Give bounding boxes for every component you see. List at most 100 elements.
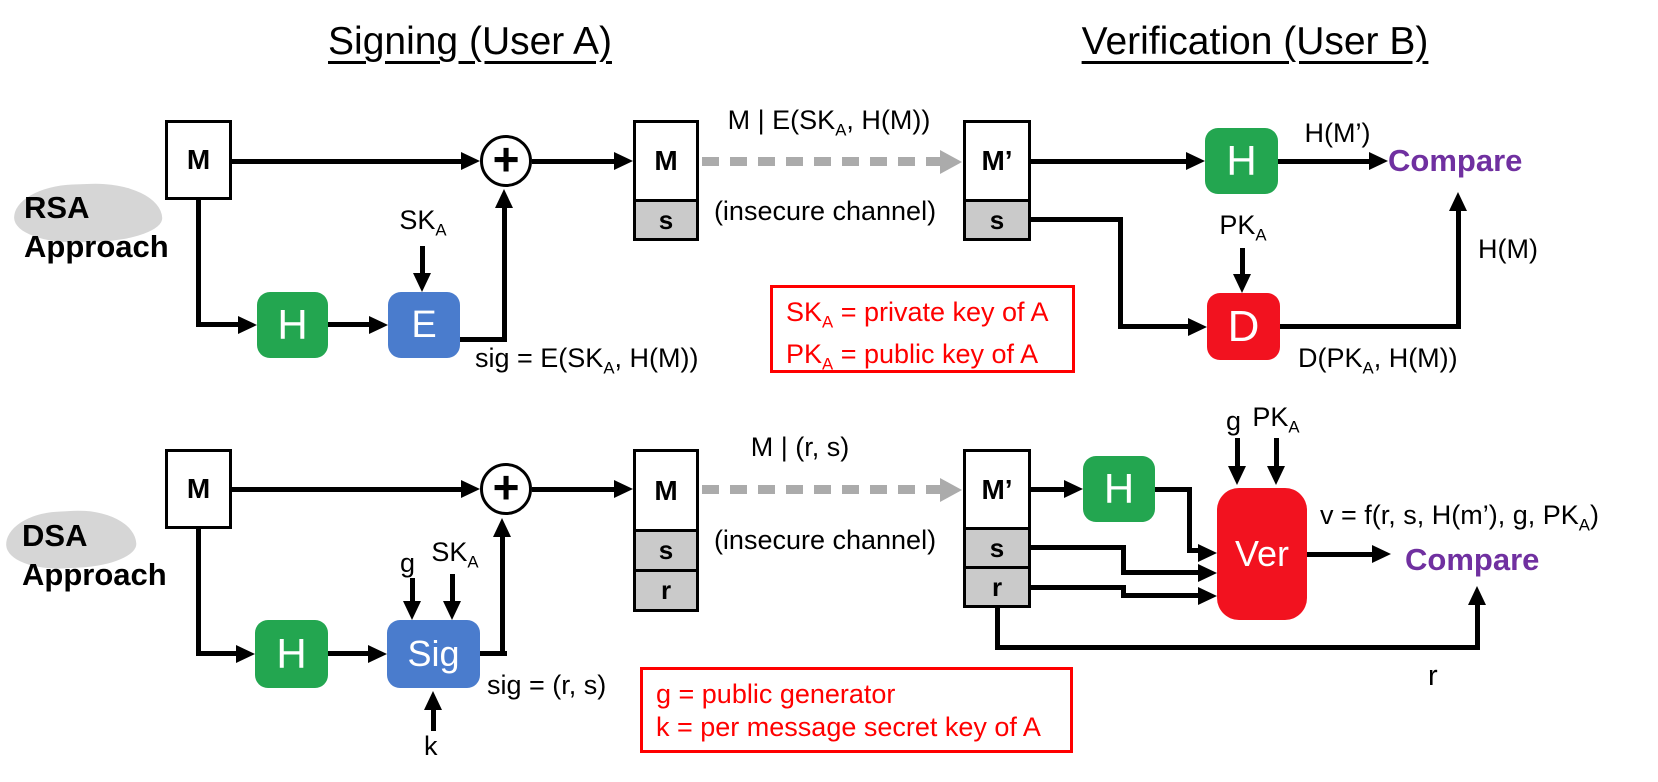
dsa-sender-stack: M s r — [633, 449, 699, 612]
dsa-g-input2-label: g — [1226, 406, 1242, 436]
dsa-line-ver-to-compare — [1307, 552, 1374, 557]
dsa-sk-input-label: SKA — [431, 537, 479, 572]
dsa-transit-label: M | (r, s) — [750, 432, 850, 462]
verification-title: Verification (User B) — [1081, 20, 1429, 63]
dsa-message-box: M — [165, 449, 232, 529]
dsa-sender-s: s — [636, 529, 696, 569]
dsa-line-r-feedback-down — [995, 605, 1000, 650]
dsa-line-r-feedback-riser — [1475, 604, 1480, 648]
rsa-line-decrypt-out — [1280, 324, 1461, 329]
rsa-receiver-m: M’ — [966, 123, 1028, 199]
rsa-pk-input-arrow — [1233, 274, 1251, 293]
dsa-line-hash-out — [1155, 487, 1192, 492]
rsa-line-combine-to-sender — [532, 159, 616, 164]
rsa-arrow-combine-to-sender — [614, 152, 633, 170]
rsa-sig-formula: sig = E(SKA, H(M)) — [475, 343, 699, 378]
dsa-legend-line1: g = public generator — [656, 679, 896, 709]
rsa-line-mprime-to-hash — [1031, 159, 1186, 164]
dsa-receiver-s: s — [966, 527, 1028, 566]
rsa-arrow-hash-to-compare — [1369, 152, 1388, 170]
rsa-insecure-channel-arrow — [940, 150, 962, 174]
rsa-arrow-s-into-decrypt — [1188, 318, 1207, 336]
dsa-arrow-r-into-compare — [1468, 586, 1486, 605]
rsa-sender-s: s — [636, 199, 696, 238]
rsa-receiver-stack: M’ s — [963, 120, 1031, 241]
dsa-line-sig-riser — [500, 536, 505, 656]
dsa-g-input2-line — [1235, 438, 1240, 468]
dsa-sig-formula: sig = (r, s) — [487, 670, 607, 700]
rsa-line-s-down — [1118, 217, 1123, 329]
dsa-sign-box: Sig — [387, 620, 480, 688]
rsa-combine-node: + — [480, 135, 532, 187]
rsa-pk-input-line — [1240, 248, 1245, 275]
dsa-line-hash-into-ver — [1187, 548, 1200, 553]
rsa-arrow-m-to-combine — [461, 152, 480, 170]
rsa-line-hash-to-compare — [1278, 159, 1369, 164]
dsa-receiver-stack: M’ s r — [963, 449, 1031, 608]
rsa-message-box: M — [165, 120, 232, 200]
rsa-key-legend: SKA = private key of A PKA = public key … — [770, 285, 1075, 374]
rsa-legend-line1: SKA = private key of A — [786, 297, 1049, 332]
dsa-g-input-label: g — [400, 548, 416, 578]
rsa-arrow-into-compare — [1449, 192, 1467, 211]
dsa-g-input2-arrow — [1228, 466, 1246, 485]
rsa-sender-m: M — [636, 123, 696, 199]
dsa-g-input-arrow — [403, 601, 421, 620]
rsa-section-label: RSA — [24, 190, 90, 225]
dsa-insecure-channel-line — [702, 485, 940, 494]
dsa-receiver-r: r — [966, 566, 1028, 605]
dsa-line-sign-out — [480, 651, 507, 656]
dsa-section-label: DSA — [22, 518, 88, 553]
dsa-line-hash-to-sign — [328, 651, 368, 656]
rsa-insecure-channel-line — [702, 157, 940, 166]
dsa-combine-symbol: + — [492, 460, 520, 513]
rsa-line-s-out — [1031, 217, 1123, 222]
rsa-line-encrypt-out — [460, 337, 507, 342]
dsa-arrow-into-combine — [493, 518, 511, 537]
dsa-arrow-mprime-to-hash — [1064, 480, 1083, 498]
rsa-pk-input-label: PKA — [1219, 210, 1267, 245]
dsa-pk-input-arrow — [1267, 466, 1285, 485]
rsa-line-decrypt-riser — [1456, 210, 1461, 329]
dsa-arrow-hash-to-sign — [368, 645, 387, 663]
dsa-hash-box: H — [255, 620, 328, 688]
dsa-line-r-into-ver — [1121, 593, 1200, 598]
dsa-k-input-arrow — [424, 691, 442, 710]
dsa-arrow-into-hash — [236, 645, 255, 663]
rsa-arrow-mprime-to-hash — [1186, 152, 1205, 170]
dsa-v-formula: v = f(r, s, H(m’), g, PKA) — [1320, 500, 1599, 535]
dsa-line-m-down — [196, 529, 201, 654]
rsa-legend-line2: PKA = public key of A — [786, 339, 1039, 374]
dsa-legend-line2: k = per message secret key of A — [656, 712, 1041, 742]
dsa-verify-hash-box: H — [1083, 456, 1155, 522]
dsa-sender-m: M — [636, 452, 696, 529]
rsa-line-hash-to-encrypt — [328, 322, 369, 327]
dsa-pk-input-line — [1274, 438, 1279, 468]
rsa-decrypt-box: D — [1207, 293, 1280, 360]
dsa-line-r-feedback-across — [995, 645, 1480, 650]
rsa-hash-output-label: H(M’) — [1304, 118, 1371, 148]
dsa-line-s-out — [1031, 545, 1126, 550]
dsa-line-r-down — [1121, 585, 1126, 598]
rsa-transit-label: M | E(SKA, H(M)) — [727, 105, 931, 140]
dsa-insecure-channel-arrow — [940, 478, 962, 502]
rsa-sk-input-arrow — [413, 273, 431, 292]
dsa-k-input-label: k — [424, 731, 438, 761]
rsa-hm-label: H(M) — [1478, 234, 1538, 264]
dsa-arrow-ver-to-compare — [1372, 545, 1391, 563]
rsa-compare-label: Compare — [1388, 143, 1523, 178]
dsa-key-legend: g = public generator k = per message sec… — [640, 667, 1073, 753]
dsa-arrow-s-into-ver — [1198, 564, 1217, 582]
rsa-arrow-into-hash — [238, 316, 257, 334]
dsa-arrow-combine-to-sender — [614, 480, 633, 498]
rsa-sender-stack: M s — [633, 120, 699, 241]
dsa-sk-input-arrow — [443, 601, 461, 620]
rsa-arrow-into-combine — [495, 189, 513, 208]
rsa-sk-input-line — [420, 246, 425, 274]
rsa-hash-box: H — [257, 292, 328, 358]
dsa-section-label-2: Approach — [22, 557, 167, 592]
rsa-line-s-into-decrypt — [1118, 324, 1188, 329]
dsa-line-hash-down — [1187, 487, 1192, 553]
dsa-verify-box: Ver — [1217, 488, 1307, 620]
